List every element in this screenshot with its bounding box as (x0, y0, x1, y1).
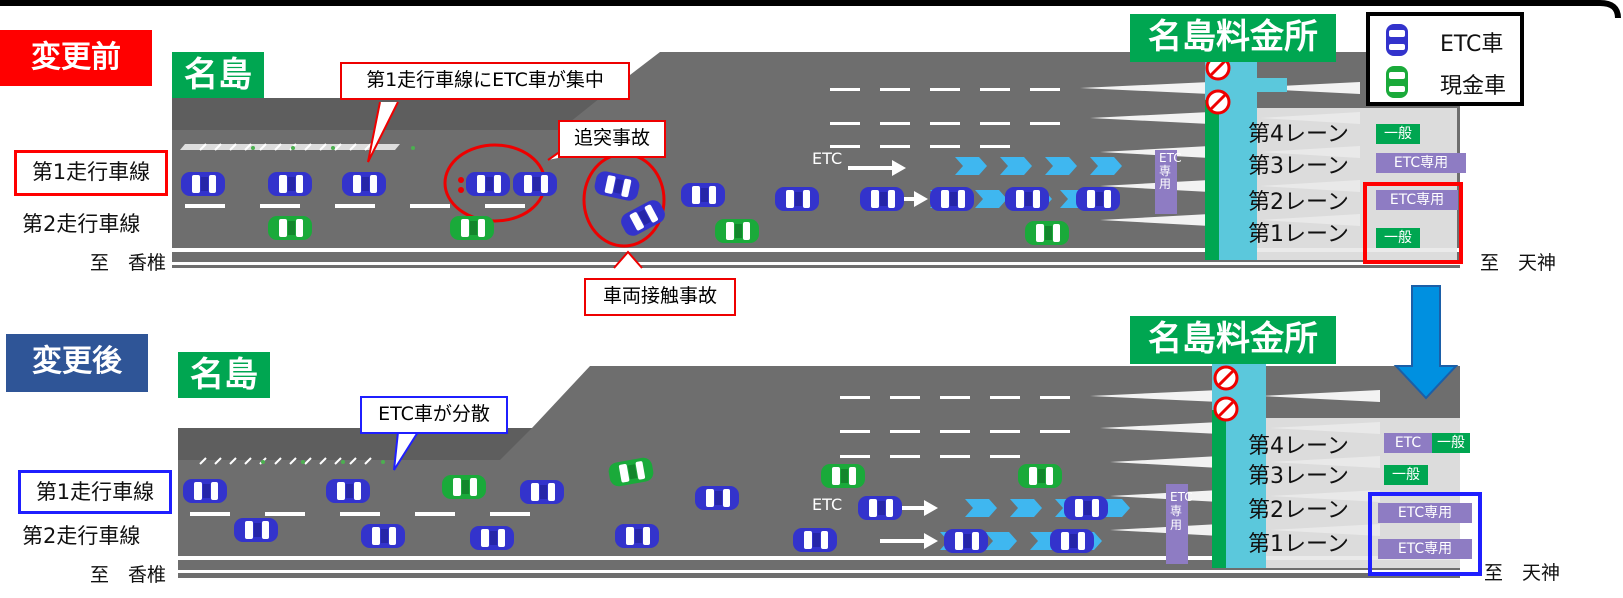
after-booth-1-tag: ETC専用 (1378, 539, 1472, 559)
legend-etc-label: ETC車 (1440, 32, 1504, 57)
before-etc-lane-sign: ETC専用 (1159, 151, 1182, 191)
top-border (0, 0, 1621, 19)
after-plaza-label: 名島料金所 (1130, 316, 1336, 364)
before-highlight-box (1363, 182, 1463, 264)
after-header: 変更後 (6, 334, 148, 392)
after-road-etc-text: ETC (812, 496, 842, 513)
after-callout-dispersed: ETC車が分散 (360, 396, 508, 434)
before-to-label: 至 天神 (1480, 252, 1557, 274)
after-place-label: 名島 (178, 352, 270, 398)
after-from-label: 至 香椎 (90, 564, 167, 586)
before-callout-rear-end: 追突事故 (558, 120, 666, 158)
before-header: 変更前 (0, 30, 152, 86)
after-lane2-label: 第2走行車線 (22, 524, 141, 548)
legend: ETC車 現金車 (1366, 12, 1524, 106)
after-booth-1: 第1レーン (1248, 532, 1349, 557)
before-booth-2-tag: ETC専用 (1376, 190, 1458, 210)
before-booth-1: 第1レーン (1248, 222, 1349, 247)
before-place-label: 名島 (172, 52, 264, 98)
after-highlight-box (1368, 492, 1482, 576)
after-booth-3: 第3レーン (1248, 464, 1349, 489)
after-booth-2-tag: ETC専用 (1378, 503, 1472, 523)
before-lane2-label: 第2走行車線 (22, 212, 141, 236)
before-booth-3-tag: ETC専用 (1376, 153, 1466, 173)
after-to-label: 至 天神 (1484, 562, 1561, 584)
before-plaza-label: 名島料金所 (1130, 14, 1336, 62)
legend-cash-label: 現金車 (1440, 74, 1507, 99)
after-booth-2: 第2レーン (1248, 498, 1349, 523)
after-booth-4-tag-general: 一般 (1432, 433, 1470, 453)
before-road-etc-text: ETC (812, 150, 842, 167)
before-booth-4: 第4レーン (1248, 122, 1349, 147)
after-booth-3-tag: 一般 (1384, 465, 1428, 485)
after-lane1-label: 第1走行車線 (18, 470, 172, 514)
before-booth-1-tag: 一般 (1376, 228, 1420, 248)
cash-car-icon (1386, 66, 1408, 98)
before-booth-2: 第2レーン (1248, 190, 1349, 215)
before-booth-3: 第3レーン (1248, 154, 1349, 179)
before-callout-contact: 車両接触事故 (584, 278, 736, 316)
before-from-label: 至 香椎 (90, 252, 167, 274)
etc-car-icon (1386, 24, 1408, 56)
after-booth-4-tag-etc: ETC (1384, 433, 1432, 453)
before-lane1-label: 第1走行車線 (14, 150, 168, 196)
after-booth-4: 第4レーン (1248, 434, 1349, 459)
after-etc-lane-sign: ETC専用 (1170, 490, 1193, 532)
before-callout-concentration: 第1走行車線にETC車が集中 (340, 62, 630, 100)
before-booth-4-tag: 一般 (1376, 124, 1420, 144)
